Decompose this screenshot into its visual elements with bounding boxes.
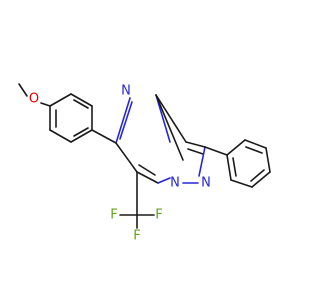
- molecule-diagram: O N N N F F F: [18, 83, 271, 244]
- structure-svg: O N N N F F F: [18, 83, 271, 244]
- atom-label-fluorine-bottom: F: [133, 229, 140, 244]
- trifluoromethyl-group: [119, 171, 155, 229]
- atom-label-nitrogen-pyrazole: N: [201, 176, 211, 191]
- atom-label-nitrogen-bridgehead: N: [170, 176, 180, 191]
- atom-label-fluorine-right: F: [155, 208, 162, 223]
- pyrazole-ring: [155, 94, 206, 184]
- atom-label-oxygen: O: [29, 92, 39, 107]
- bond-aryl-link: [91, 129, 117, 144]
- atom-label-nitrogen-pyrimidine: N: [121, 84, 131, 99]
- bond-methyl-o: [18, 83, 28, 97]
- bond-o-ring: [40, 102, 51, 107]
- pyrimidine-ring: [115, 94, 171, 184]
- methoxyphenyl-ring: [49, 93, 93, 143]
- atom-label-fluorine-left: F: [110, 208, 117, 223]
- phenyl-ring: [204, 139, 271, 188]
- methoxy-group: [18, 83, 51, 107]
